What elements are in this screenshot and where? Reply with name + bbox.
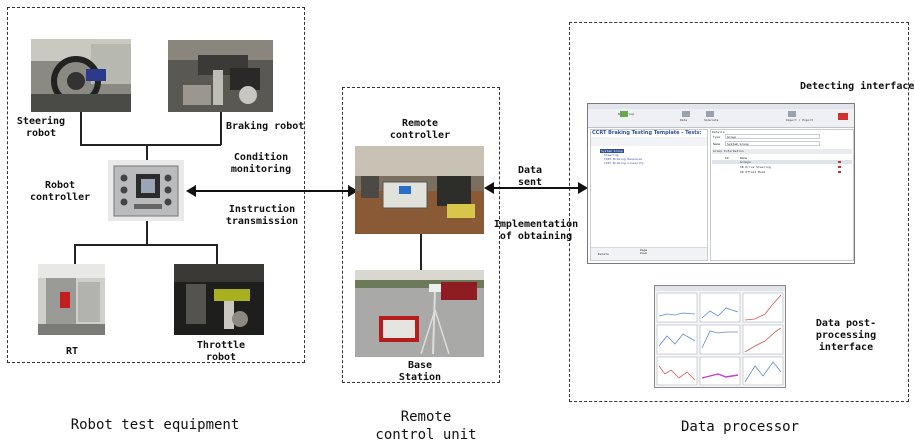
- data-sent-label: Data sent: [517, 165, 543, 188]
- screen-titlebar: [588, 104, 854, 109]
- screen-tree-item-2: CCRT Braking Response: [604, 157, 642, 161]
- remote-control-unit-caption: Remote control unit: [375, 409, 477, 443]
- screen-name-label: Name: [713, 142, 721, 146]
- data-postprocessing-screenshot: [654, 285, 786, 388]
- robot-test-equipment-region: [7, 7, 305, 363]
- screen-toolbar-import-export: Import / Export: [786, 118, 814, 122]
- instruction-transmission-label: Instruction transmission: [225, 204, 299, 227]
- throttle-robot-label: Throttle robot: [196, 340, 246, 363]
- data-processor-region: [569, 22, 909, 402]
- condition-monitoring-label: Condition monitoring: [230, 152, 292, 175]
- top-to-controller-line: [146, 144, 148, 160]
- screen-left-bottombar: [591, 247, 707, 260]
- steering-robot-photo: [31, 39, 131, 112]
- screen-type-field: Group: [725, 134, 820, 139]
- screen-tree-item-3: CCRT Braking Linearity: [604, 161, 644, 165]
- detecting-interface-label: Detecting interface: [800, 81, 914, 92]
- remote-controller-photo: [355, 146, 484, 234]
- bottom-connector-line: [74, 244, 217, 246]
- screen-col-name: Name: [740, 156, 748, 160]
- braking-robot-label: Braking robot: [226, 121, 305, 132]
- screen-tree-item-0: System Group: [600, 149, 624, 153]
- rt-photo: [38, 264, 105, 335]
- screen-col-id: ID: [725, 156, 729, 160]
- screen-page-down-label: Page Down: [640, 248, 648, 255]
- robot-controller-photo: [108, 160, 184, 221]
- remote-processor-double-arrow: [484, 182, 588, 194]
- screen-info-marker-2: [838, 171, 841, 173]
- controller-to-bottom-line: [146, 221, 148, 245]
- screen-info-row-0-label: Groups: [740, 160, 751, 164]
- screen-toolbar-icon-4: [788, 111, 796, 117]
- detecting-interface-screenshot: New group Data Simulate Import / Export …: [587, 103, 855, 264]
- screen-info-marker-0: [838, 161, 841, 163]
- controller-remote-double-arrow: [186, 185, 358, 197]
- base-station-label: Base Station: [398, 360, 442, 383]
- data-processor-caption: Data processor: [680, 419, 799, 435]
- screen-toolbar-data: Data: [680, 118, 688, 122]
- screen-toolbar-icon-2: [682, 111, 690, 117]
- base-station-photo: [355, 270, 484, 357]
- screen-left-title: CCRT Braking Testing Template - Tests:: [592, 130, 702, 136]
- screen-left-panel: [590, 129, 708, 261]
- screen-group-info-header: Group Information: [712, 149, 852, 154]
- screen-toolbar: [588, 109, 854, 128]
- screen-name-field: System Group: [725, 141, 820, 146]
- screen-toolbar-simulate: Simulate: [704, 118, 719, 122]
- steering-link-line: [80, 112, 82, 145]
- screen-toolbar-icon-3: [706, 111, 714, 117]
- screen-info-row-1-label: SR Drive Steering: [740, 165, 771, 169]
- remote-to-base-line: [420, 234, 422, 270]
- braking-robot-photo: [168, 40, 273, 112]
- robot-controller-label: Robot controller: [30, 180, 91, 203]
- screen-delete-label: Delete: [598, 252, 609, 256]
- rt-link-line: [74, 244, 76, 264]
- rt-label: RT: [66, 346, 79, 357]
- robot-test-equipment-caption: Robot test equipment: [70, 417, 240, 433]
- steering-robot-label: Steering robot: [16, 116, 66, 139]
- data-postprocessing-label: Data post- processing interface: [815, 318, 877, 353]
- remote-control-unit-region: [342, 87, 500, 383]
- screen-info-row-2-label: SR Offset Mode: [740, 170, 766, 174]
- implementation-of-obtaining-label: Implementation of obtaining: [493, 219, 579, 242]
- remote-controller-label: Remote controller: [389, 118, 451, 141]
- screen-left-subbar: [591, 137, 707, 146]
- throttle-link-line: [216, 244, 218, 264]
- screen-toolbar-icon-1: [620, 111, 628, 117]
- screen-info-marker-1: [838, 166, 841, 168]
- screen-close-icon: [838, 113, 848, 120]
- screen-type-label: Type: [713, 135, 721, 139]
- screen-info-row-0: [712, 160, 852, 164]
- throttle-robot-photo: [174, 264, 264, 335]
- top-connector-line: [80, 144, 221, 146]
- screen-tree-item-1: Steering: [604, 153, 619, 157]
- braking-link-line: [220, 112, 222, 145]
- screen-details-header: Details: [712, 130, 725, 134]
- screen-right-panel: [710, 129, 854, 261]
